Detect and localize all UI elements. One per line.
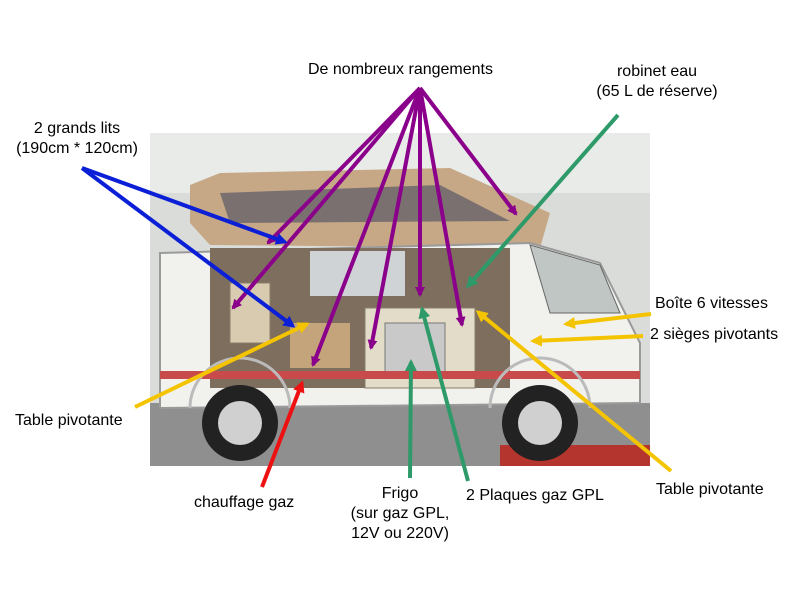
label-lits-line2: (190cm * 120cm) <box>16 140 138 157</box>
label-chauffage: chauffage gaz <box>194 494 295 511</box>
label-lits: 2 grands lits (190cm * 120cm) <box>2 119 152 159</box>
label-rangements: De nombreux rangements <box>308 61 493 78</box>
camper-van-photo <box>150 133 650 466</box>
label-boite: Boîte 6 vitesses <box>655 295 768 312</box>
label-frigo-line2: (sur gaz GPL, <box>350 505 450 522</box>
label-sieges: 2 sièges pivotants <box>650 326 779 343</box>
label-robinet-line2: (65 L de réserve) <box>596 83 718 100</box>
label-plaques: 2 Plaques gaz GPL <box>466 487 604 504</box>
camper-van-illustration <box>150 133 650 466</box>
label-robinet-line1: robinet eau <box>616 63 698 80</box>
label-frigo: Frigo (sur gaz GPL, 12V ou 220V) <box>330 484 470 544</box>
label-lits-line1: 2 grands lits <box>33 120 121 137</box>
label-robinet: robinet eau (65 L de réserve) <box>582 62 732 102</box>
label-table-right: Table pivotante <box>656 481 764 498</box>
label-frigo-line1: Frigo <box>381 485 419 502</box>
label-table-left: Table pivotante <box>15 412 123 429</box>
label-frigo-line3: 12V ou 220V) <box>351 525 449 542</box>
